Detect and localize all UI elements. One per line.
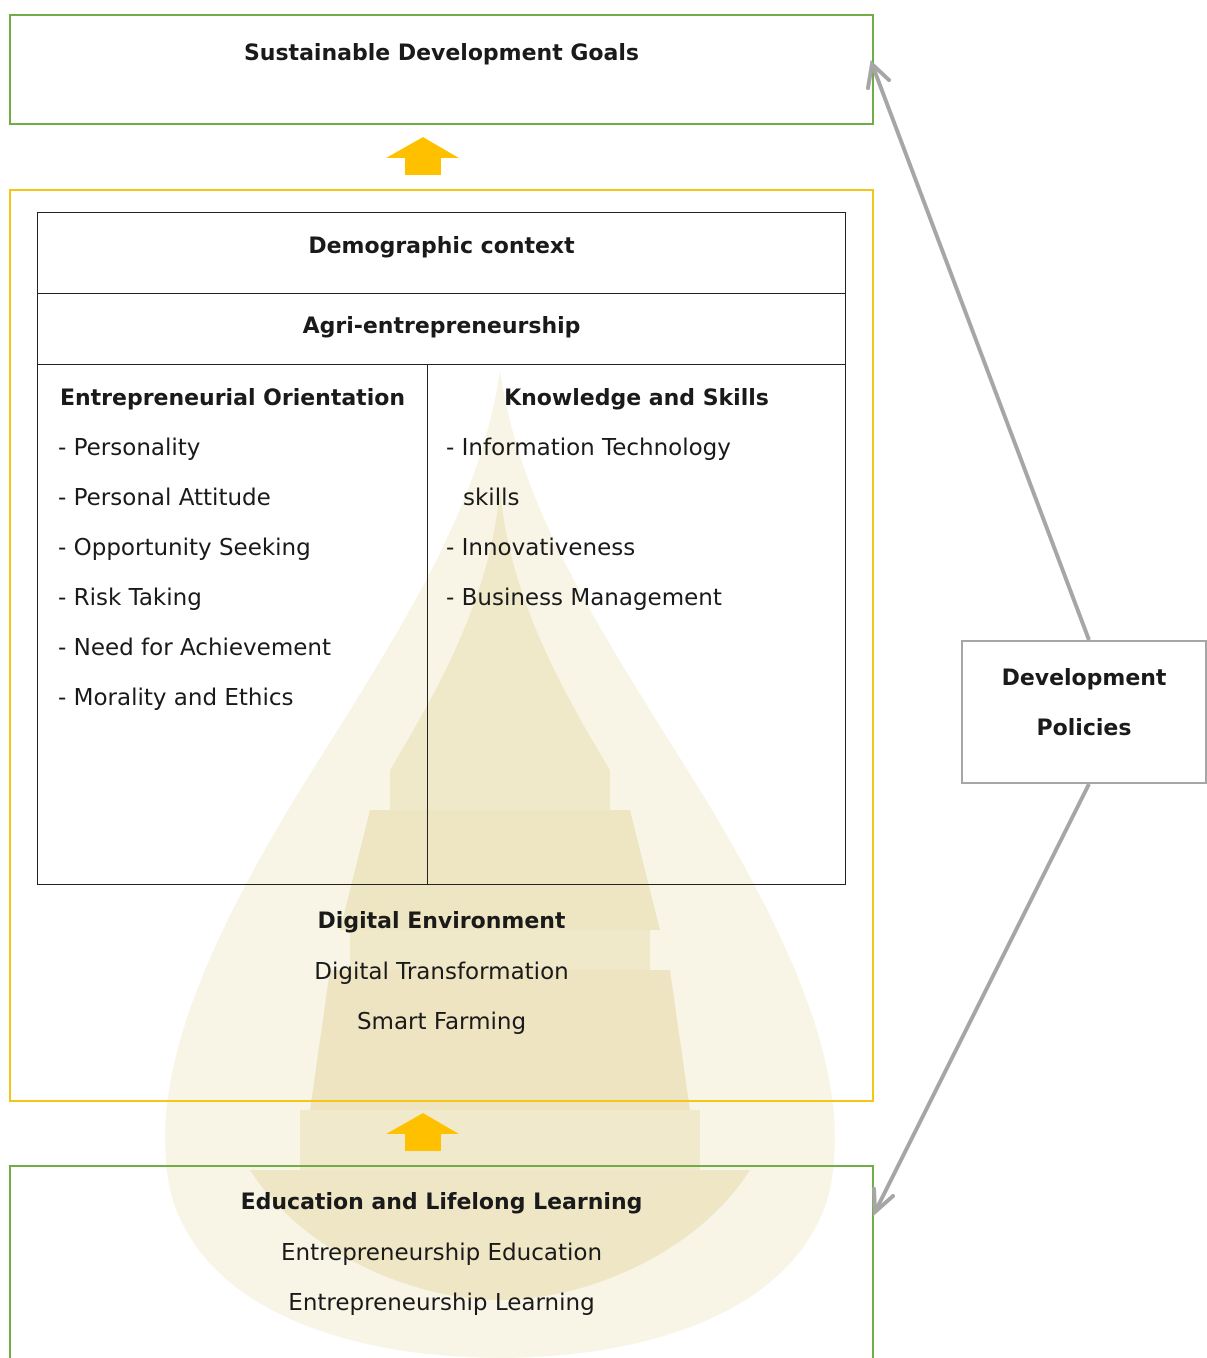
sdg-title: Sustainable Development Goals: [243, 41, 640, 66]
knowledge-item: - Information Technology: [446, 435, 731, 461]
agri-box: Agri-entrepreneurship: [37, 293, 846, 365]
demographic-box: Demographic context: [37, 212, 846, 294]
digital-line: Digital Transformation: [314, 959, 569, 985]
demographic-label: Demographic context: [308, 234, 575, 259]
up-arrow-icon: [386, 1113, 459, 1151]
policies-box: Development Policies: [961, 640, 1207, 784]
policies-line: Policies: [1036, 716, 1132, 741]
orientation-item: - Personality: [58, 435, 201, 461]
orientation-box: Entrepreneurial Orientation - Personalit…: [37, 364, 428, 885]
education-title: Education and Lifelong Learning: [240, 1190, 643, 1215]
education-line: Entrepreneurship Education: [280, 1240, 603, 1266]
policy-to-education-arrow: [872, 783, 1091, 1217]
orientation-title: Entrepreneurial Orientation: [59, 386, 406, 411]
orientation-item: - Morality and Ethics: [58, 685, 294, 711]
orientation-item: - Personal Attitude: [58, 485, 271, 511]
knowledge-item: - Business Management: [446, 585, 722, 611]
orientation-item: - Need for Achievement: [58, 635, 331, 661]
education-box: Education and Lifelong Learning Entrepre…: [9, 1165, 874, 1358]
policies-line: Development: [1001, 666, 1167, 691]
sdg-box: Sustainable Development Goals: [9, 14, 874, 125]
knowledge-item: - Innovativeness: [446, 535, 636, 561]
knowledge-title: Knowledge and Skills: [504, 386, 769, 411]
agri-label: Agri-entrepreneurship: [302, 314, 581, 339]
orientation-item: - Risk Taking: [58, 585, 202, 611]
up-arrow-icon: [386, 137, 459, 175]
digital-title: Digital Environment: [317, 909, 566, 934]
orientation-item: - Opportunity Seeking: [58, 535, 311, 561]
core-framework-box: [9, 189, 874, 1102]
education-line: Entrepreneurship Learning: [288, 1290, 595, 1316]
policy-to-sdg-arrow: [866, 59, 1091, 641]
knowledge-box: Knowledge and Skills - Information Techn…: [427, 364, 846, 885]
digital-line: Smart Farming: [356, 1009, 527, 1035]
knowledge-item: skills: [463, 485, 520, 511]
